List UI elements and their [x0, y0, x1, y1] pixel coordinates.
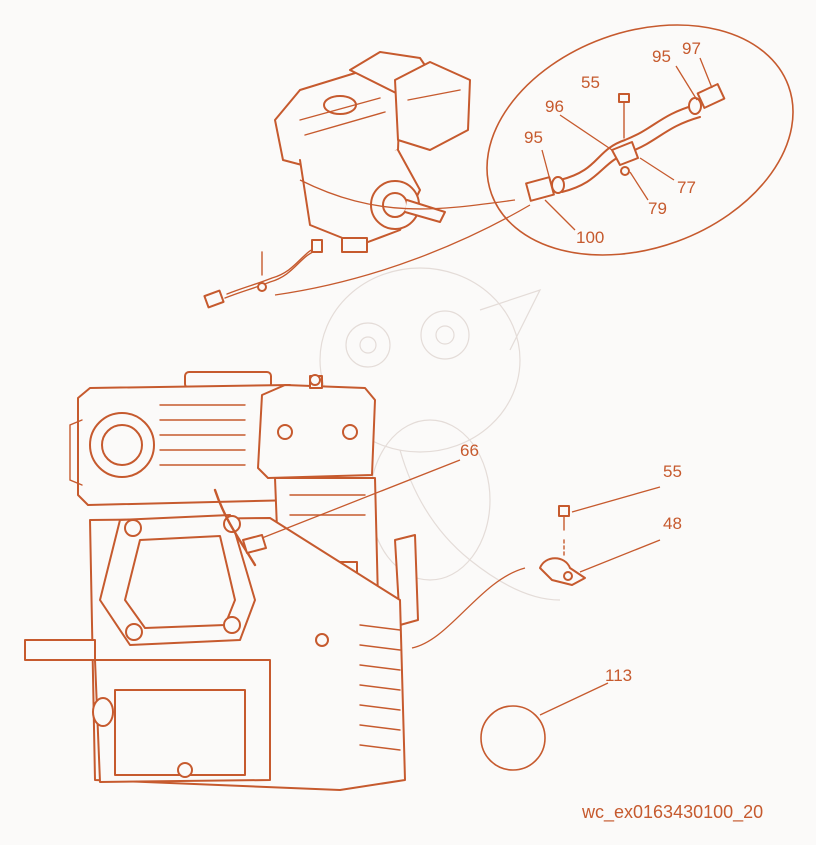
clamp-leader-curve [411, 567, 526, 649]
round-label-plate [480, 682, 609, 771]
clamp-bracket [539, 557, 586, 586]
callout-77: 77 [677, 178, 696, 197]
callout-96: 96 [545, 97, 564, 116]
callout-48: 48 [663, 514, 682, 533]
fuel-line-detail-view [486, 24, 794, 256]
callout-55-lower: 55 [663, 462, 682, 481]
overview-fuel-line [203, 239, 323, 309]
callout-95-top: 95 [652, 47, 671, 66]
detail-leader-bottom [299, 179, 516, 210]
callout-100: 100 [576, 228, 604, 247]
callout-95-left: 95 [524, 128, 543, 147]
leader-48 [579, 539, 661, 573]
leader-66 [261, 459, 461, 539]
callout-113: 113 [605, 666, 632, 685]
callout-97: 97 [682, 39, 701, 58]
callout-55-top: 55 [581, 73, 600, 92]
engine-assembly-drawing [24, 371, 419, 791]
callout-79: 79 [648, 199, 667, 218]
document-code: wc_ex0163430100_20 [581, 802, 763, 823]
callout-labels: 97 95 55 96 95 77 79 100 66 55 48 113 [460, 39, 701, 685]
bolt [558, 505, 570, 556]
leader-55-lower [571, 486, 661, 513]
callout-66: 66 [460, 441, 479, 460]
engine-overview-drawing [274, 51, 471, 253]
